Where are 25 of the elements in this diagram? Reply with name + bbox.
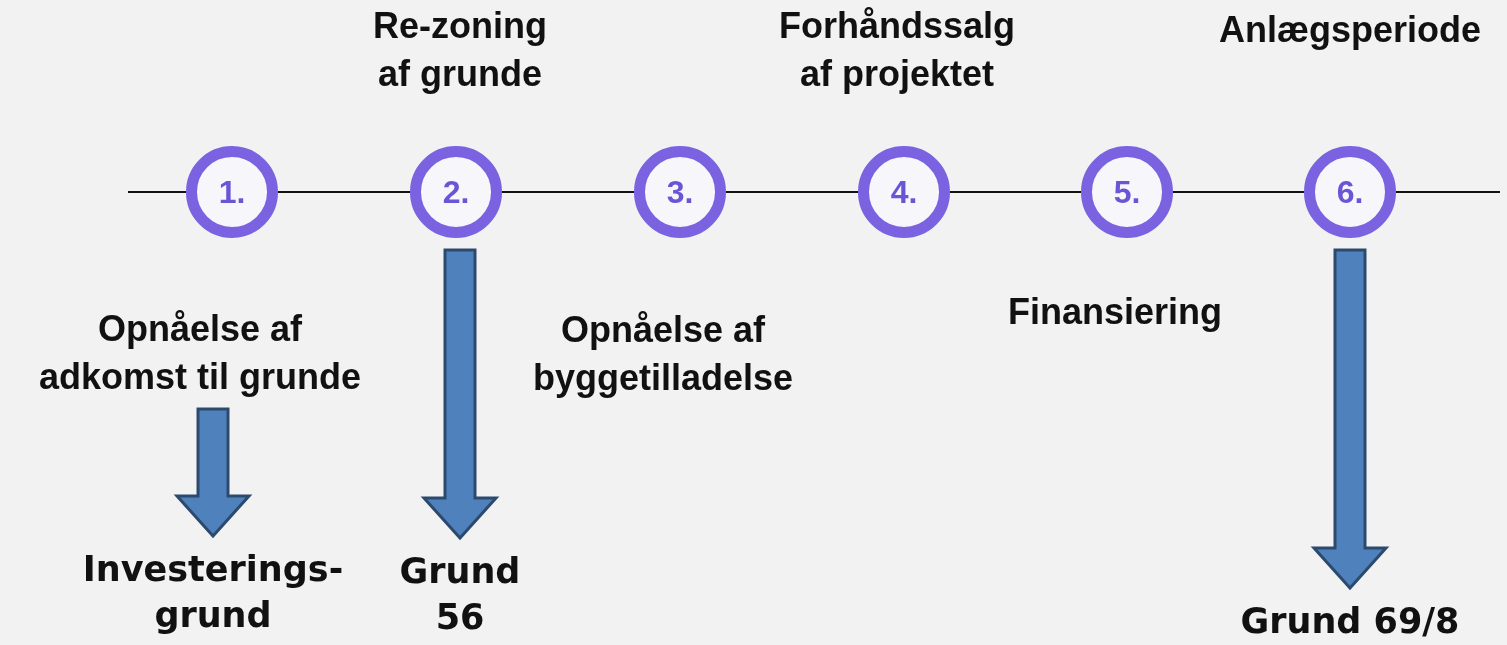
timeline-line: [1395, 191, 1501, 193]
step-label: Finansiering: [1007, 290, 1223, 334]
timeline-line: [725, 191, 859, 193]
step-number: 2.: [442, 176, 470, 208]
step-label: Opnåelse af adkomst til grunde: [38, 307, 362, 399]
result-text: Grund 69/8: [1220, 598, 1480, 644]
timeline-line: [1172, 191, 1305, 193]
result-text: Grund 56: [385, 548, 535, 640]
timeline-line: [127, 191, 187, 193]
step-number: 5.: [1113, 176, 1141, 208]
timeline-line: [501, 191, 635, 193]
step-number: 6.: [1336, 176, 1364, 208]
step-label: Anlægsperiode: [1217, 8, 1482, 52]
step-number: 4.: [890, 176, 918, 208]
block-arrow: [420, 248, 500, 541]
timeline-line: [277, 191, 411, 193]
block-arrow: [173, 407, 253, 539]
step-label: Opnåelse af byggetilladelse: [531, 308, 795, 400]
step-label: Forhåndssalg af projektet: [777, 4, 1016, 96]
timeline-line: [949, 191, 1082, 193]
step-number: 1.: [218, 176, 246, 208]
step-number: 3.: [666, 176, 694, 208]
step-label: Re-zoning af grunde: [372, 4, 548, 96]
result-text: Investerings- grund: [73, 546, 353, 638]
block-arrow: [1310, 248, 1390, 591]
